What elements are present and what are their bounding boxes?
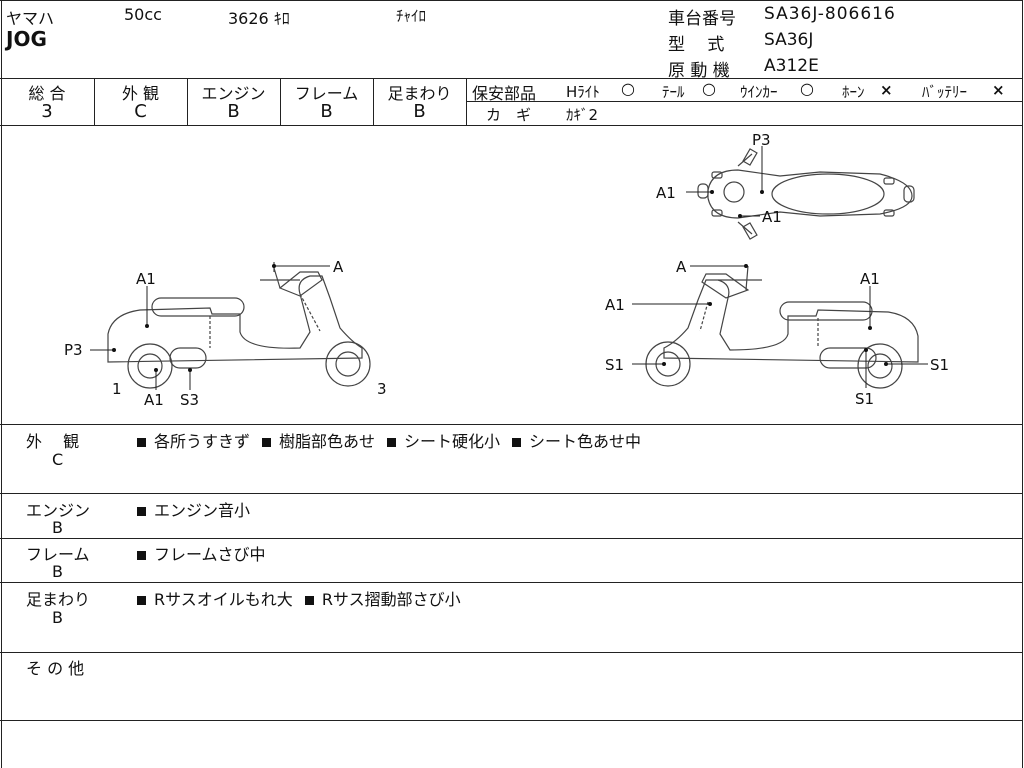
remark-item: シート硬化小 [387, 428, 500, 452]
diagram-label: A1 [144, 391, 164, 409]
mileage: 3626 ｷﾛ [228, 9, 290, 28]
remark-category: 外 観 [26, 432, 80, 451]
diagram-label: P3 [752, 131, 771, 149]
damage-diagram: A1 P3 1 A1 S3 A 3 A A1 S1 A1 S1 S1 P3 A1… [64, 131, 949, 409]
maker-name: ヤマハ [6, 9, 55, 28]
tail-label: ﾃｰﾙ [662, 83, 685, 101]
diagram-label: 3 [377, 380, 387, 398]
engine-label: エンジン [201, 84, 266, 103]
chassis-label: 車台番号 [668, 9, 736, 29]
diagram-label: 1 [112, 380, 122, 398]
remark-category: そ の 他 [26, 659, 85, 678]
diagram-label: A1 [860, 270, 880, 288]
engine-model-label: 原 動 機 [668, 61, 730, 81]
remark-items: Rサスオイルもれ大 Rサス摺動部さび小 [137, 586, 473, 610]
color: ﾁｬｲﾛ [396, 7, 427, 25]
diagram-label: S1 [930, 356, 949, 374]
diagram-label: A1 [605, 296, 625, 314]
key-value: ｶｷﾞ2 [566, 106, 599, 124]
remark-item: Rサス摺動部さび小 [304, 586, 461, 610]
horn-label: ﾎｰﾝ [842, 83, 865, 101]
diagram-label: S3 [180, 391, 199, 409]
engine-value: B [227, 101, 240, 122]
remark-grade: C [52, 450, 64, 469]
remark-grade: B [52, 518, 63, 537]
diagram-label: A [676, 258, 687, 276]
overall-value: 3 [41, 101, 53, 122]
diagram-label: S1 [605, 356, 624, 374]
remark-item: フレームさび中 [137, 541, 266, 565]
exterior-value: C [134, 101, 147, 122]
remark-grade: B [52, 562, 63, 581]
remark-grade: B [52, 608, 63, 627]
chassis-number: SA36J-806616 [764, 4, 896, 24]
diagram-label: A [333, 258, 344, 276]
remark-item: 樹脂部色あせ [262, 428, 375, 452]
diagram-label: P3 [64, 341, 83, 359]
headlight-label: Hﾗｲﾄ [566, 83, 600, 101]
remark-item: 各所うすきず [137, 428, 250, 452]
engine-model-value: A312E [764, 56, 819, 76]
model-name: JOG [6, 27, 47, 51]
remark-category: 足まわり [26, 590, 91, 609]
headlight-status: ○ [621, 79, 635, 98]
remark-items: 各所うすきず樹脂部色あせシート硬化小シート色あせ中 [137, 428, 653, 452]
remark-item: シート色あせ中 [512, 428, 641, 452]
diagram-label: A1 [136, 270, 156, 288]
diagram-label: A1 [762, 208, 782, 226]
suspension-label: 足まわり [387, 84, 452, 103]
diagram-label: S1 [855, 390, 874, 408]
remark-items: エンジン音小 [137, 497, 262, 521]
safety-label: 保安部品 [472, 84, 537, 103]
battery-label: ﾊﾞｯﾃﾘｰ [922, 83, 968, 101]
remark-category: フレーム [26, 545, 90, 564]
frame-value: B [320, 101, 333, 122]
exterior-label: 外 観 [121, 84, 160, 103]
type-label: 型 式 [668, 35, 725, 55]
remark-category: エンジン [26, 501, 91, 520]
winker-label: ｳｲﾝｶｰ [740, 83, 778, 101]
remark-items: フレームさび中 [137, 541, 278, 565]
displacement: 50cc [124, 5, 162, 24]
scooter-left-side-icon [107, 262, 371, 389]
frame-label: フレーム [294, 84, 359, 103]
battery-status: × [992, 81, 1005, 99]
overall-label: 総 合 [28, 84, 66, 103]
remark-item: エンジン音小 [137, 497, 250, 521]
winker-status: ○ [800, 79, 814, 98]
type-value: SA36J [764, 30, 814, 50]
suspension-value: B [413, 101, 426, 122]
remark-item: Rサスオイルもれ大 [137, 586, 293, 610]
diagram-label: A1 [656, 184, 676, 202]
scooter-top-view-icon [697, 148, 915, 240]
horn-status: × [880, 81, 893, 99]
tail-status: ○ [702, 79, 716, 98]
key-label: カ ギ [486, 106, 532, 124]
